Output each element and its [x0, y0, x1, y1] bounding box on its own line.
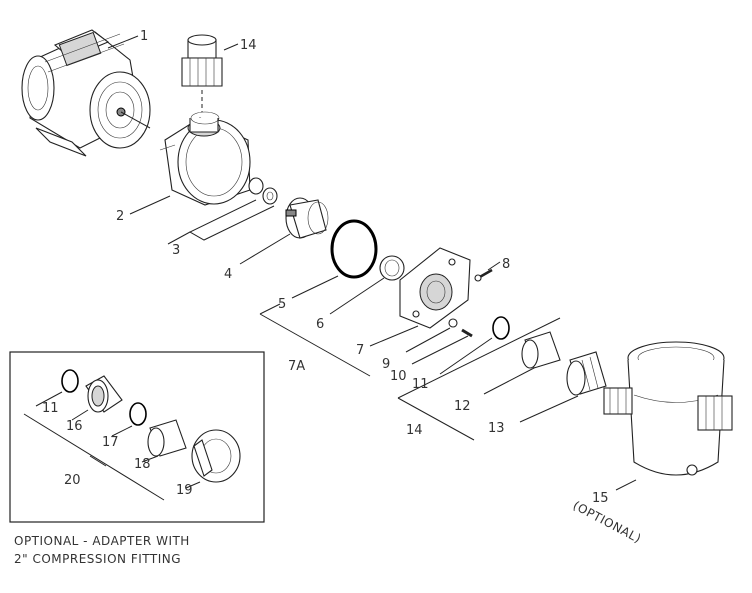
inset-tail-18 — [147, 419, 187, 457]
drain-plug — [448, 318, 473, 338]
callout-13: 13 — [488, 421, 505, 436]
callout-12: 12 — [454, 399, 471, 414]
inset-callout-20: 20 — [64, 473, 81, 488]
seal-assembly — [248, 177, 278, 205]
inset-callout-19: 19 — [176, 483, 193, 498]
inset-o-ring-17 — [129, 402, 147, 426]
pump-housing — [159, 111, 251, 206]
callout-7a: 7A — [288, 359, 305, 374]
callout-1: 1 — [140, 29, 148, 44]
inset-callout-11: 11 — [42, 401, 59, 416]
union-fitting-top — [181, 34, 223, 112]
callout-14-assembly: 14 — [406, 423, 423, 438]
inset-leader-lines — [23, 391, 201, 501]
o-ring-small — [492, 316, 510, 340]
adapter-inset: 11 16 17 18 20 19 — [9, 351, 265, 523]
tail-piece — [521, 331, 561, 369]
callout-14-union: 14 — [240, 38, 257, 53]
cover-plate — [399, 247, 471, 329]
impeller — [285, 197, 329, 239]
callout-3: 3 — [172, 243, 180, 258]
callout-9: 9 — [382, 357, 390, 372]
inset-nut-19 — [191, 429, 241, 483]
union-nut — [566, 351, 607, 396]
screw — [474, 268, 493, 282]
inset-callout-18: 18 — [134, 457, 151, 472]
callout-11: 11 — [412, 377, 429, 392]
inset-caption-line2: 2" COMPRESSION FITTING — [14, 552, 181, 566]
diffuser-bushing — [379, 255, 405, 281]
callout-15: 15 — [592, 491, 609, 506]
callout-8: 8 — [502, 257, 510, 272]
callout-7: 7 — [356, 343, 364, 358]
callout-5: 5 — [278, 297, 286, 312]
callout-10: 10 — [390, 369, 407, 384]
callout-2: 2 — [116, 209, 124, 224]
inset-callout-17: 17 — [102, 435, 119, 450]
strainer-basket — [603, 341, 733, 476]
inset-adapter-16 — [85, 375, 123, 413]
inset-caption-line1: OPTIONAL - ADAPTER WITH — [14, 534, 190, 548]
callout-6: 6 — [316, 317, 324, 332]
inset-callout-16: 16 — [66, 419, 83, 434]
o-ring-large — [330, 219, 378, 279]
motor — [21, 29, 151, 157]
callout-4: 4 — [224, 267, 232, 282]
leader-lines — [107, 35, 637, 491]
inset-o-ring-11 — [61, 369, 79, 393]
